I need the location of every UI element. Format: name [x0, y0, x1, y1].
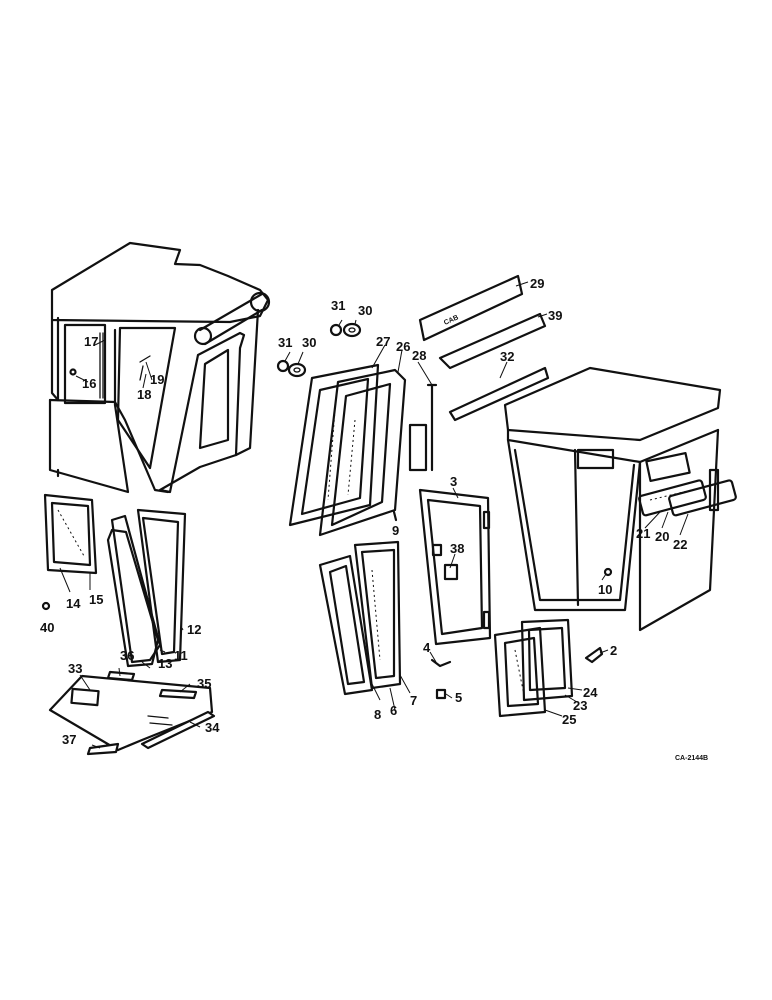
callout-15: 15: [89, 592, 103, 607]
callout-40: 40: [40, 620, 54, 635]
callout-2: 2: [610, 643, 617, 658]
callout-21: 21: [636, 526, 650, 541]
reference-code: CA-2144B: [675, 755, 708, 762]
callout-27: 27: [376, 334, 390, 349]
callout-4: 4: [423, 640, 431, 655]
callout-18: 18: [137, 387, 151, 402]
plate-35: [158, 688, 198, 700]
callout-29: 29: [530, 276, 544, 291]
grommet-40: [41, 601, 51, 611]
header-strip: [438, 312, 547, 370]
callout-39: 39: [548, 308, 562, 323]
sill-strip: [140, 710, 216, 750]
callout-31-lower: 31: [278, 335, 292, 350]
callout-8: 8: [374, 707, 381, 722]
callout-34: 34: [205, 720, 220, 735]
floor-mat: [48, 674, 214, 752]
door-frame: [418, 488, 492, 646]
clip-9: [392, 510, 398, 522]
callout-19: 19: [150, 372, 164, 387]
hinge-bracket: [408, 383, 438, 472]
lock-5: [435, 688, 447, 700]
callout-37: 37: [62, 732, 76, 747]
callout-35: 35: [197, 676, 211, 691]
callout-10: 10: [598, 582, 612, 597]
washer-30-upper: [342, 322, 362, 338]
callout-13: 13: [158, 656, 172, 671]
top-trim-strip: [448, 366, 550, 422]
callout-22: 22: [673, 537, 687, 552]
callout-12: 12: [187, 622, 201, 637]
callout-25: 25: [562, 712, 576, 727]
callout-9: 9: [392, 523, 399, 538]
callout-33: 33: [68, 661, 82, 676]
callout-20: 20: [655, 529, 669, 544]
rear-window-assembly: [638, 479, 737, 517]
right-cab-body: [503, 366, 722, 632]
callout-31-upper: 31: [331, 298, 345, 313]
plate-37: [86, 742, 120, 756]
callout-5: 5: [455, 690, 462, 705]
latch-2: [584, 646, 604, 664]
washer-30-lower: [287, 362, 307, 378]
callout-11: 11: [174, 648, 188, 663]
callout-23: 23: [573, 698, 587, 713]
callout-28: 28: [412, 348, 426, 363]
left-cab-frame: [48, 241, 271, 494]
callout-6: 6: [390, 703, 397, 718]
callout-17: 17: [84, 334, 98, 349]
callout-labels: 2 3 4 5 6 7 8 9 10 11 12 13 14 15 16 17 …: [40, 276, 708, 762]
callout-3: 3: [450, 474, 457, 489]
nut-31-upper: [329, 323, 343, 337]
side-window-assembly: [43, 493, 98, 575]
callout-14: 14: [66, 596, 81, 611]
nut-31-lower: [276, 359, 290, 373]
sign-board: CAB: [418, 274, 524, 342]
plate-36: [106, 670, 136, 682]
callout-30-lower: 30: [302, 335, 316, 350]
callout-30-upper: 30: [358, 303, 372, 318]
handle-4: [430, 658, 452, 668]
door-seal-assembly: [106, 508, 187, 668]
callout-16: 16: [82, 376, 96, 391]
lower-door-window-assembly: [318, 540, 402, 696]
callout-36: 36: [120, 648, 134, 663]
callout-26: 26: [396, 339, 410, 354]
callout-7: 7: [410, 693, 417, 708]
callout-24: 24: [583, 685, 598, 700]
callout-32: 32: [500, 349, 514, 364]
callout-38: 38: [450, 541, 464, 556]
leader-lines: [59, 281, 689, 749]
upper-window-assembly: [288, 363, 407, 537]
right-door-window: [493, 618, 574, 718]
